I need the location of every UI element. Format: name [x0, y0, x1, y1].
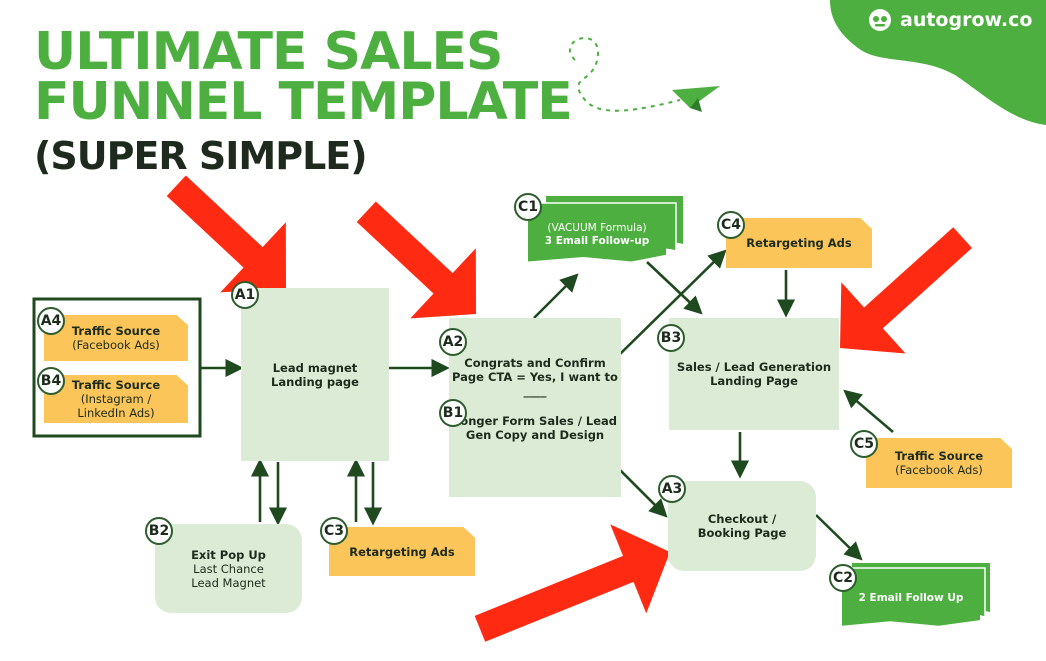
vacuum-line-2: 3 Email Follow-up: [544, 235, 650, 247]
connector-c5-to-sales: [843, 389, 894, 433]
red-pointer-arrow-icon: [166, 175, 286, 293]
red-pointer-arrow-icon: [474, 524, 670, 642]
red-pointer-arrow-icon: [356, 201, 476, 319]
connector-congrats-to-retargeting: [619, 249, 727, 355]
traffic-title: Traffic Source: [71, 378, 161, 392]
dotted-flight-path: [568, 37, 681, 112]
badge-a2: A2: [439, 328, 467, 356]
connector-congrats-to-vacuum: [533, 273, 579, 319]
badge-c3: C3: [320, 517, 348, 545]
exit-line-3: Lead Magnet: [191, 575, 266, 590]
traffic-title: Traffic Source: [894, 449, 984, 463]
badge-c5: C5: [850, 430, 878, 458]
congrats-line-1: Congrats and Confirm: [464, 356, 606, 370]
red-pointer-arrow-icon: [840, 227, 972, 354]
traffic-sub-2: LinkedIn Ads): [77, 406, 155, 420]
badge-b2: B2: [145, 517, 173, 545]
badge-b3: B3: [657, 324, 685, 352]
badge-a3: A3: [658, 475, 686, 503]
brand-logo[interactable]: autogrow.co: [868, 8, 1032, 32]
badge-a1: A1: [231, 281, 259, 309]
traffic-source-facebook[interactable]: Traffic Source(Facebook Ads): [44, 315, 188, 361]
email-label: 2 Email Follow Up: [858, 592, 964, 604]
retargeting-ads-c3[interactable]: Retargeting Ads: [329, 527, 475, 576]
badge-c1: C1: [514, 193, 542, 221]
checkout-line-1: Checkout /: [707, 512, 777, 526]
title-line-1: ULTIMATE SALES: [34, 22, 503, 82]
lead-magnet-line-1: Lead magnet: [272, 360, 358, 375]
congrats-line-2: Page CTA = Yes, I want to: [452, 370, 618, 384]
traffic-sub-1: (Instagram /: [80, 392, 152, 406]
exit-line-1: Exit Pop Up: [191, 547, 266, 562]
longer-form-line-2: Gen Copy and Design: [465, 428, 605, 442]
connector-vacuum-to-sales: [646, 261, 703, 315]
traffic-sub: (Facebook Ads): [895, 463, 983, 477]
retargeting-ads-c4[interactable]: Retargeting Ads: [726, 218, 872, 268]
connector-longform-to-checkout: [619, 469, 668, 518]
badge-c2: C2: [829, 564, 857, 592]
autogrow-logo-icon: [869, 9, 891, 31]
vacuum-email-follow-up[interactable]: (VACUUM Formula)3 Email Follow-up: [528, 210, 666, 262]
title-line-2: FUNNEL TEMPLATE: [34, 72, 573, 132]
traffic-sub: (Facebook Ads): [72, 338, 160, 352]
congrats-line-3: ____: [523, 384, 547, 398]
longer-form-line-1: Longer Form Sales / Lead: [452, 414, 618, 428]
traffic-source-instagram[interactable]: Traffic Source(Instagram /LinkedIn Ads): [44, 375, 188, 423]
badge-c4: C4: [717, 211, 745, 239]
badge-a4: A4: [37, 307, 65, 335]
checkout-line-2: Booking Page: [697, 526, 787, 540]
brand-blob: [830, 0, 1046, 125]
title-line-3: (SUPER SIMPLE): [34, 134, 368, 178]
traffic-source-c5[interactable]: Traffic Source(Facebook Ads): [866, 438, 1012, 488]
paper-plane-icon: [672, 86, 720, 112]
traffic-title: Traffic Source: [71, 324, 161, 338]
sales-line-1: Sales / Lead Generation: [676, 360, 832, 374]
vacuum-line-1: (VACUUM Formula): [547, 222, 647, 234]
lead-magnet-line-2: Landing page: [271, 374, 359, 389]
connector-checkout-to-email: [815, 514, 863, 561]
exit-line-2: Last Chance: [193, 561, 264, 576]
retargeting-label: Retargeting Ads: [349, 544, 455, 559]
sales-line-2: Landing Page: [710, 374, 798, 388]
retargeting-label: Retargeting Ads: [746, 236, 852, 250]
email-follow-up-c2[interactable]: 2 Email Follow Up: [842, 572, 980, 626]
badge-b4: B4: [37, 367, 65, 395]
brand-name: autogrow.co: [900, 9, 1033, 31]
checkout-booking-page[interactable]: Checkout /Booking Page: [668, 481, 816, 571]
badge-b1: B1: [439, 399, 467, 427]
